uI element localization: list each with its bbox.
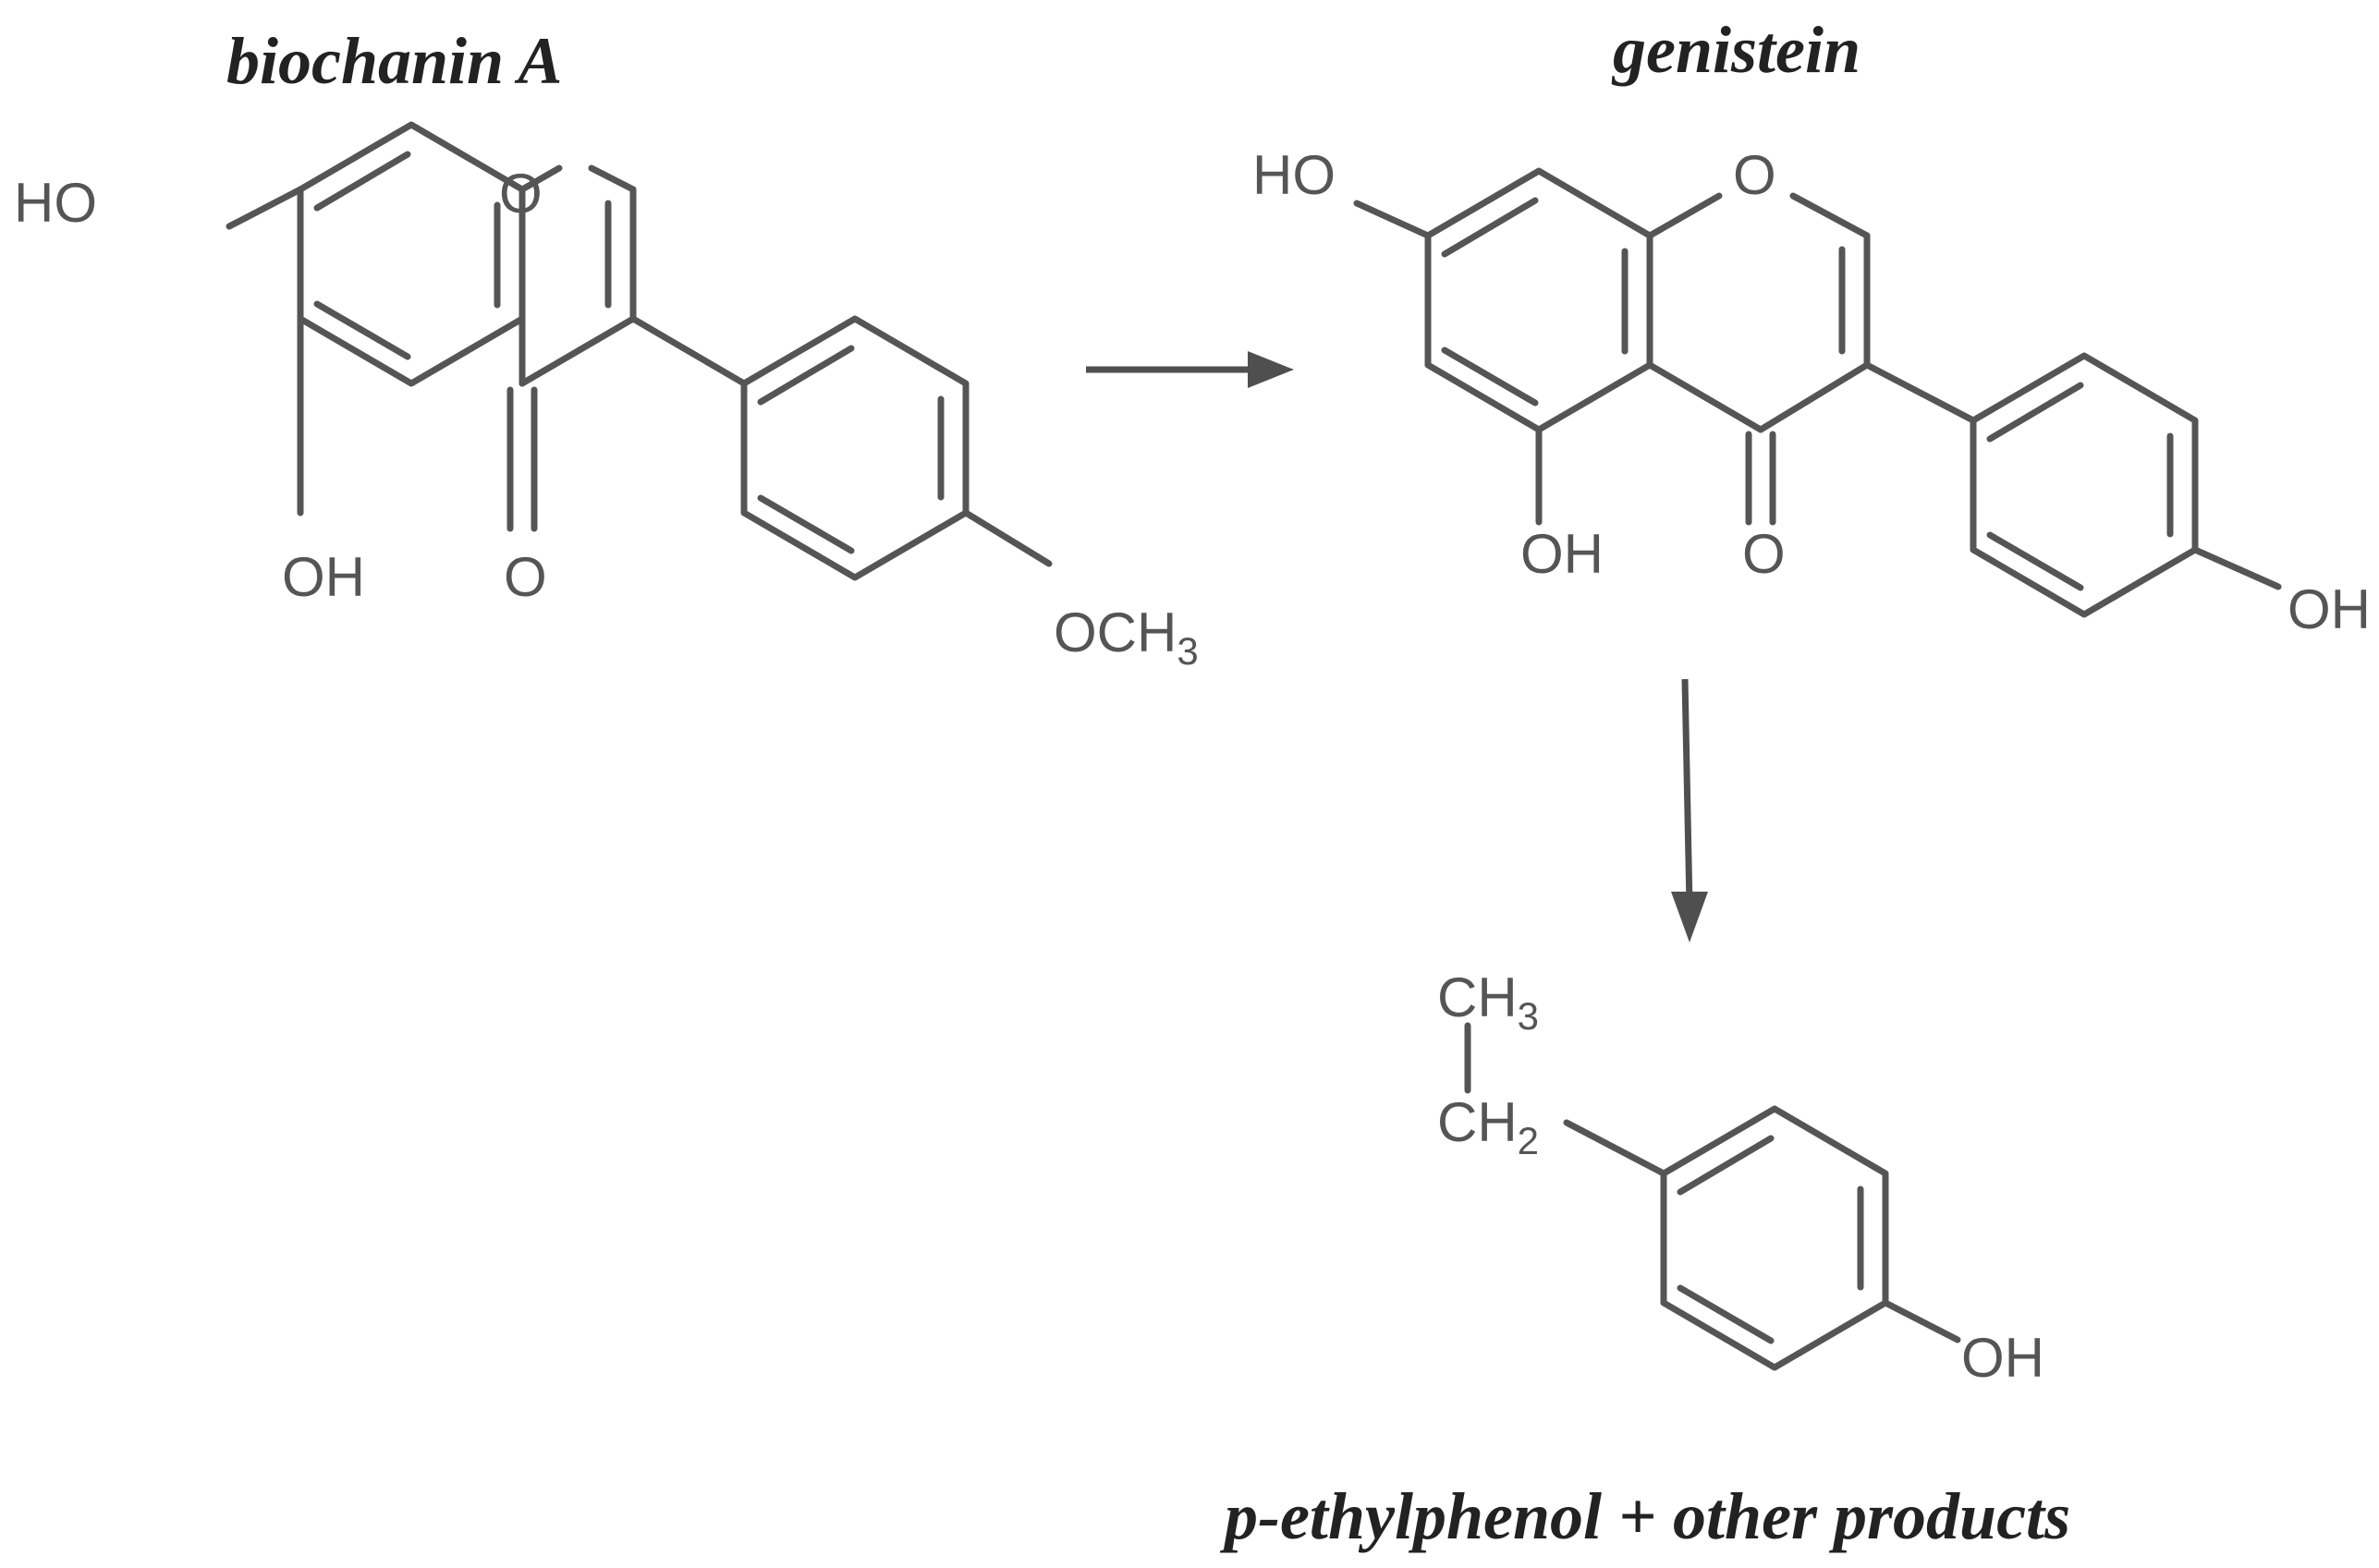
- biochanin-ring-o-bond: [588, 164, 637, 193]
- genistein-carbonyl-o-label: O: [1742, 523, 1786, 585]
- biochanin-ho-label: HO: [14, 172, 97, 234]
- ethylphenol-ch2-ring-bond: [1563, 1119, 1667, 1177]
- genistein-ho-bond: [1353, 200, 1432, 239]
- genistein-a-ring: [1424, 167, 1653, 433]
- biochanin-a-ring: [297, 121, 526, 387]
- genistein-aryl-link: [1863, 361, 1977, 424]
- arrow-right: [1086, 351, 1294, 388]
- ch3-subscript: 3: [1518, 994, 1539, 1038]
- biochanin-carbonyl-o-label: O: [504, 546, 547, 608]
- genistein-ring-o-bond: [1789, 192, 1871, 239]
- methoxy-text: OCH: [1054, 602, 1177, 663]
- biochanin-methoxy-label: OCH3: [1054, 602, 1199, 673]
- ethylphenol-double-bond: [1677, 1284, 1775, 1344]
- arrow-right-head: [1248, 351, 1294, 388]
- title-products: p-ethylphenol + other products: [1219, 1479, 2070, 1553]
- ch2-text: CH: [1437, 1091, 1518, 1153]
- ch2-subscript: 2: [1518, 1119, 1539, 1162]
- genistein-oh-right-bond: [2191, 546, 2282, 590]
- structure-biochanin-a: HO O OH O OCH3: [14, 121, 1199, 673]
- arrow-down-head: [1671, 892, 1708, 942]
- genistein-double-bond: [1986, 382, 2084, 443]
- title-biochanin-a: biochanin A: [226, 24, 562, 98]
- ethylphenol-ring: [1660, 1105, 1889, 1371]
- structure-genistein: HO O OH O OH: [1252, 144, 2371, 640]
- ethylphenol-oh-bond: [1882, 1299, 1961, 1343]
- ethylphenol-ch3-label: CH3: [1437, 966, 1539, 1038]
- genistein-oh-label: OH: [1520, 523, 1604, 585]
- biochanin-b-ring: [740, 315, 970, 581]
- genistein-double-bond: [1986, 531, 2084, 591]
- biochanin-ring-o-label: O: [499, 163, 543, 225]
- biochanin-methoxy-bond: [962, 509, 1053, 567]
- genistein-b-ring: [1970, 352, 2199, 618]
- arrow-down: [1671, 678, 1708, 942]
- methoxy-subscript: 3: [1177, 629, 1198, 673]
- title-genistein: genistein: [1611, 13, 1860, 87]
- ethylphenol-oh-label: OH: [1961, 1327, 2044, 1389]
- genistein-c4-c4a: [1646, 361, 1764, 433]
- biochanin-aryl-link: [629, 315, 748, 387]
- ch3-text: CH: [1437, 966, 1518, 1028]
- biochanin-oh-label: OH: [282, 546, 365, 608]
- genistein-ring-o-label: O: [1733, 144, 1776, 206]
- biochanin-double-bond: [313, 151, 411, 212]
- structure-ethylphenol: CH3 CH2 OH: [1437, 966, 2044, 1389]
- genistein-ho-label: HO: [1252, 144, 1336, 206]
- biochanin-ho-bond: [226, 186, 304, 230]
- biochanin-ring-o-bond: [518, 164, 563, 193]
- genistein-ring-o-bond: [1646, 192, 1723, 239]
- biochanin-double-bond: [313, 300, 411, 360]
- genistein-oh-right-label: OH: [2288, 578, 2371, 640]
- ethylphenol-double-bond: [1677, 1135, 1775, 1196]
- biochanin-double-bond: [757, 494, 855, 554]
- genistein-double-bond: [1441, 197, 1539, 258]
- ethylphenol-ch2-label: CH2: [1437, 1091, 1539, 1162]
- genistein-c3-c4: [1757, 361, 1871, 433]
- biochanin-c3-c4: [518, 315, 637, 387]
- biochanin-double-bond: [757, 345, 855, 406]
- genistein-double-bond: [1441, 346, 1539, 407]
- arrow-down-shaft: [1681, 678, 1693, 906]
